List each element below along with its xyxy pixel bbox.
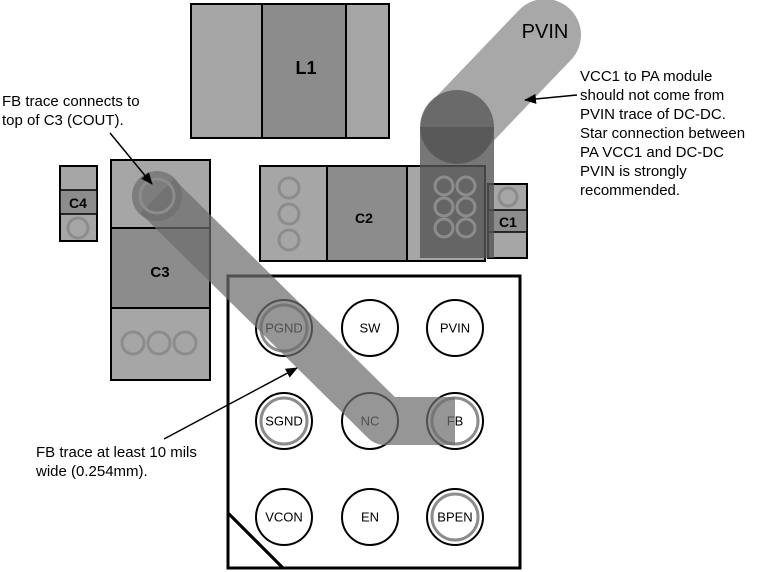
- pin-sw-label: SW: [360, 320, 382, 335]
- annotation-vcc1-line-6: PVIN is strongly: [580, 163, 687, 180]
- c2-label: C2: [355, 210, 373, 226]
- annotation-fb-connect-line-2: top of C3 (COUT).: [2, 112, 124, 129]
- pin-sgnd: SGND: [255, 392, 313, 450]
- capacitor-c4: C4: [59, 165, 98, 242]
- annotation-vcc1-line-7: recommended.: [580, 182, 680, 199]
- pvin-trace-label: PVIN: [522, 21, 569, 43]
- c4-label: C4: [69, 195, 87, 211]
- pin-en: EN: [341, 488, 399, 546]
- pin-en-label: EN: [361, 509, 379, 524]
- pin-pvin: PVIN: [426, 299, 484, 357]
- pin-sw: SW: [341, 299, 399, 357]
- annotation-vcc1-line-4: Star connection between: [580, 125, 745, 142]
- annotation-fb-width-line-1: FB trace at least 10 mils: [36, 444, 197, 461]
- c3-label: C3: [150, 264, 169, 281]
- annotation-fb-connect: FB trace connects to top of C3 (COUT).: [2, 93, 153, 185]
- annotation-vcc1-line-3: PVIN trace of DC-DC.: [580, 106, 726, 123]
- pin-bpen-label: BPEN: [437, 509, 472, 524]
- annotation-vcc1-line-1: VCC1 to PA module: [580, 68, 712, 85]
- annotation-fb-width: FB trace at least 10 mils wide (0.254mm)…: [35, 367, 298, 480]
- annotation-fb-width-line-2: wide (0.254mm).: [35, 463, 148, 480]
- pin-pvin-label: PVIN: [440, 320, 470, 335]
- annotation-vcc1-line-2: should not come from: [580, 87, 724, 104]
- annotation-vcc1: VCC1 to PA module should not come from P…: [524, 68, 745, 199]
- pin-sgnd-label: SGND: [265, 413, 303, 428]
- pin-bpen: BPEN: [426, 488, 484, 546]
- annotation-vcc1-line-5: PA VCC1 and DC-DC: [580, 144, 724, 161]
- l1-label: L1: [295, 58, 316, 78]
- pin-vcon-label: VCON: [265, 509, 303, 524]
- pin-vcon: VCON: [255, 488, 313, 546]
- annotation-fb-connect-line-1: FB trace connects to: [2, 93, 140, 110]
- inductor-l1: L1: [190, 3, 390, 139]
- c1-label: C1: [499, 214, 517, 230]
- pvin-trace: PVIN: [420, 0, 581, 258]
